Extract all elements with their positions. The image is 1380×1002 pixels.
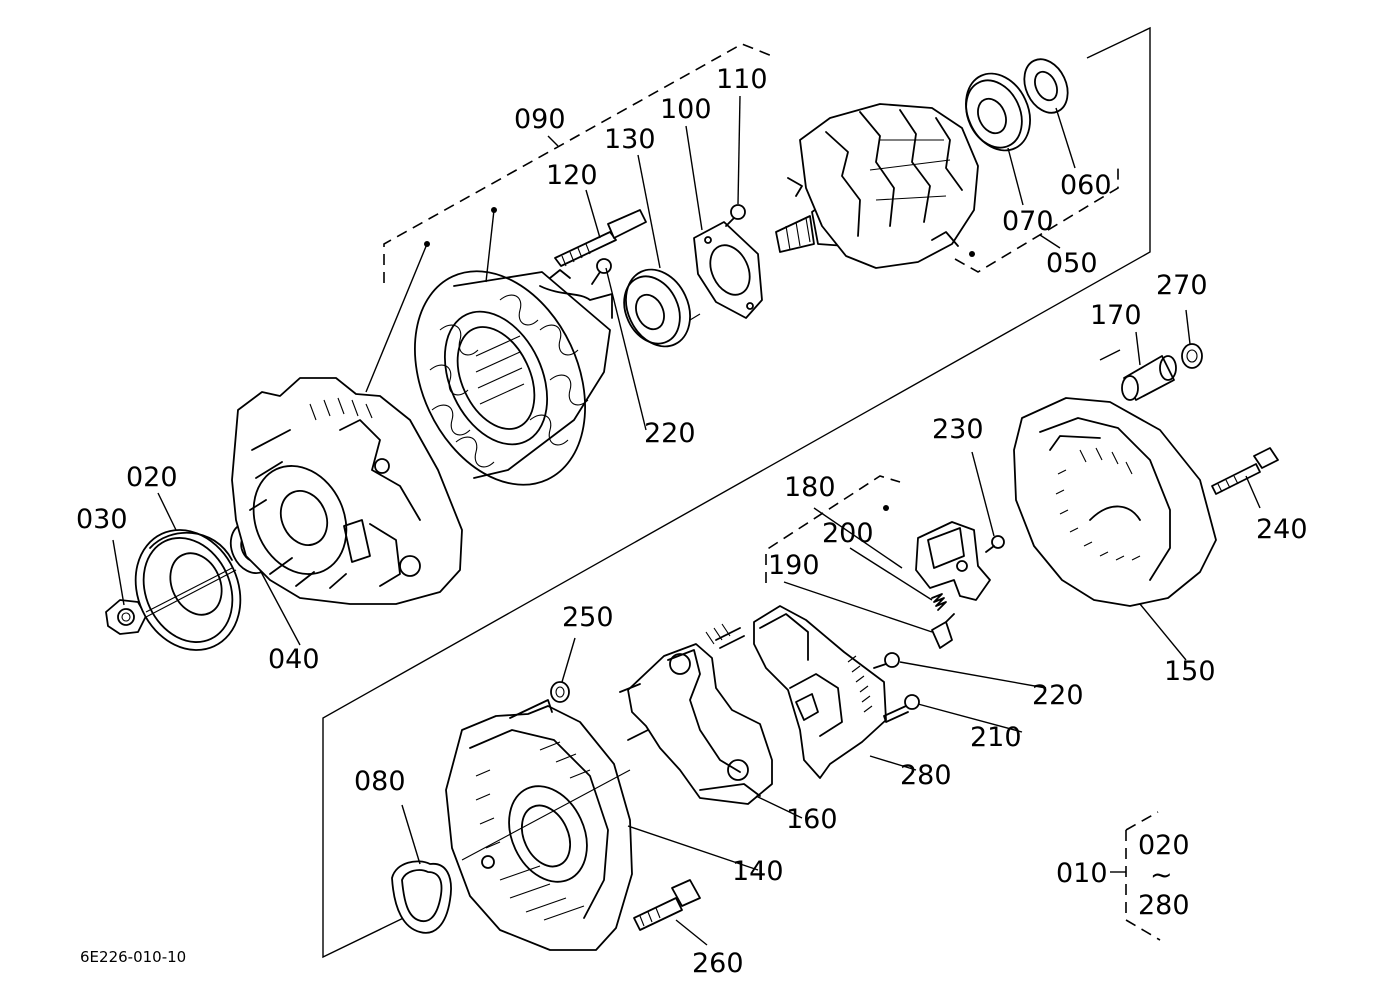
callout-130: 130 <box>604 124 656 155</box>
callout-270: 270 <box>1156 270 1208 301</box>
callout-020: 020 <box>126 462 178 493</box>
part-cover-060 <box>1023 58 1069 114</box>
callout-140: 140 <box>732 856 784 887</box>
callout-110: 110 <box>716 64 768 95</box>
callout-180: 180 <box>784 472 836 503</box>
part-spring-200 <box>931 593 947 611</box>
callout-120: 120 <box>546 160 598 191</box>
part-screw-220-upper <box>591 258 612 285</box>
assembly-range-from: 020 <box>1138 830 1190 861</box>
callout-280: 280 <box>900 760 952 791</box>
part-nut-250 <box>550 681 570 703</box>
callout-060: 060 <box>1060 170 1112 201</box>
callout-230: 230 <box>932 414 984 445</box>
callout-220-lower: 220 <box>1032 680 1084 711</box>
callout-150: 150 <box>1164 656 1216 687</box>
callout-240: 240 <box>1256 514 1308 545</box>
part-rear-cover-150 <box>1013 397 1217 607</box>
callout-100: 100 <box>660 94 712 125</box>
callout-170: 170 <box>1090 300 1142 331</box>
part-bearing-130 <box>623 268 691 348</box>
part-bolt-260 <box>633 879 701 931</box>
leader-lines <box>112 95 1261 946</box>
callout-160: 160 <box>786 804 838 835</box>
group-brackets <box>383 43 1161 941</box>
part-bolt-240 <box>1211 447 1279 495</box>
part-screw-230 <box>985 535 1005 553</box>
axis-lines <box>145 313 701 861</box>
callout-010: 010 <box>1056 858 1108 889</box>
callout-220-upper: 220 <box>644 418 696 449</box>
callout-200: 200 <box>822 518 874 549</box>
part-sleeve-170 <box>1121 355 1177 401</box>
part-brush-holder-180 <box>915 521 991 601</box>
assembly-range-tilde: ~ <box>1150 860 1173 891</box>
part-stator-090 <box>414 269 613 486</box>
callout-labels: 030 020 040 090 120 130 100 110 220 060 … <box>76 64 1308 979</box>
part-rectifier-160 <box>619 623 773 805</box>
callout-030: 030 <box>76 504 128 535</box>
part-screw-110 <box>725 204 746 227</box>
part-front-housing-090 <box>231 377 463 605</box>
part-nut-270 <box>1181 343 1203 369</box>
part-through-bolt-120 <box>554 209 647 267</box>
part-screw-210 <box>883 694 920 723</box>
frame-lines <box>322 26 1151 959</box>
part-gasket-080 <box>391 860 452 934</box>
part-regulator-280 <box>753 605 887 779</box>
part-bearing-070 <box>965 72 1031 152</box>
callout-250: 250 <box>562 602 614 633</box>
callout-050: 050 <box>1046 248 1098 279</box>
callout-090: 090 <box>514 104 566 135</box>
diagram-code: 6E226-010-10 <box>80 948 186 966</box>
callout-080: 080 <box>354 766 406 797</box>
part-retainer-plate-100 <box>693 221 763 319</box>
callout-190: 190 <box>768 550 820 581</box>
part-brush-190 <box>931 613 955 649</box>
callout-070: 070 <box>1002 206 1054 237</box>
part-rear-housing-140 <box>445 699 633 951</box>
callout-260: 260 <box>692 948 744 979</box>
part-screw-220-lower <box>873 652 900 669</box>
callout-210: 210 <box>970 722 1022 753</box>
assembly-range-to: 280 <box>1138 890 1190 921</box>
part-rotor-050 <box>775 103 979 269</box>
callout-040: 040 <box>268 644 320 675</box>
